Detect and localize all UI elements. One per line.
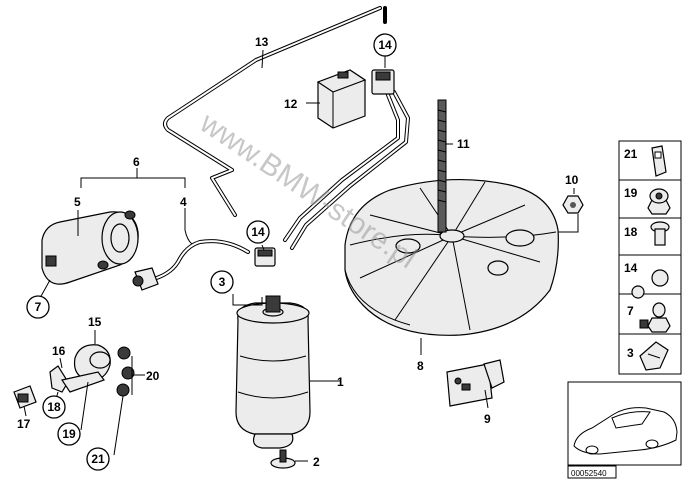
callout-2: 2 <box>313 455 320 469</box>
air-line-13[interactable] <box>163 6 387 217</box>
svg-text:3: 3 <box>219 275 226 289</box>
callout-15: 15 <box>88 315 102 329</box>
callout-9: 9 <box>484 412 491 426</box>
svg-text:14: 14 <box>624 261 638 275</box>
callout-21: 21 <box>86 447 110 471</box>
callout-20: 20 <box>146 369 160 383</box>
sidebar-item-14[interactable]: 14 <box>624 261 669 299</box>
sidebar-item-3[interactable]: 3 <box>627 341 669 371</box>
callout-14-top: 14 <box>373 33 397 57</box>
air-line-to-tank[interactable] <box>283 90 410 250</box>
callout-12: 12 <box>284 97 298 111</box>
mount-plate-9[interactable] <box>446 359 505 407</box>
callout-17: 17 <box>17 417 31 431</box>
bracket-16[interactable] <box>49 365 105 393</box>
svg-text:21: 21 <box>624 147 638 161</box>
diagram-number: 00052540 <box>571 469 607 478</box>
grommets-20[interactable] <box>116 346 135 397</box>
svg-text:19: 19 <box>624 186 638 200</box>
bolt-2[interactable] <box>270 449 296 469</box>
callout-1: 1 <box>337 375 344 389</box>
callout-11: 11 <box>457 137 470 151</box>
callout-3: 3 <box>210 270 234 294</box>
callout-18: 18 <box>42 395 66 419</box>
callout-13: 13 <box>255 35 269 49</box>
parts-sidebar: 21 19 18 14 7 3 <box>618 140 682 375</box>
svg-text:7: 7 <box>627 304 634 318</box>
connector-14-top[interactable] <box>371 69 395 95</box>
sidebar-item-21[interactable]: 21 <box>624 145 667 177</box>
clip-17[interactable] <box>13 385 37 409</box>
leader-lines <box>23 49 579 462</box>
svg-text:18: 18 <box>47 400 61 414</box>
valve-block-15[interactable] <box>73 344 111 381</box>
svg-text:7: 7 <box>35 300 42 314</box>
stud-11[interactable] <box>437 99 447 233</box>
callout-5: 5 <box>74 195 81 209</box>
sidebar-item-19[interactable]: 19 <box>624 186 671 215</box>
callout-8: 8 <box>417 359 424 373</box>
svg-text:18: 18 <box>624 225 638 239</box>
svg-text:3: 3 <box>627 346 634 360</box>
svg-text:14: 14 <box>251 225 265 239</box>
car-thumbnail[interactable] <box>567 381 682 466</box>
svg-text:21: 21 <box>91 452 105 466</box>
callout-14-mid: 14 <box>246 220 270 244</box>
svg-text:14: 14 <box>378 38 392 52</box>
diagram-number-box <box>567 465 617 479</box>
callout-4: 4 <box>180 195 187 209</box>
callout-7: 7 <box>26 295 50 319</box>
compressor-housing[interactable] <box>344 178 559 336</box>
sidebar-item-18[interactable]: 18 <box>624 221 670 246</box>
callout-labels: 1 2 4 5 6 8 9 10 11 12 13 15 16 17 20 3 … <box>17 33 579 471</box>
nut-10[interactable] <box>562 195 584 214</box>
callout-16: 16 <box>52 344 66 358</box>
control-unit-12[interactable] <box>316 69 367 129</box>
pressure-line-4[interactable] <box>132 239 276 291</box>
pressure-reservoir-5[interactable] <box>41 210 139 285</box>
sidebar-item-7[interactable]: 7 <box>627 302 671 333</box>
callout-10: 10 <box>565 173 579 187</box>
callout-19: 19 <box>57 422 81 446</box>
air-spring-1[interactable] <box>235 295 311 449</box>
svg-text:19: 19 <box>62 427 76 441</box>
callout-6: 6 <box>133 155 140 169</box>
